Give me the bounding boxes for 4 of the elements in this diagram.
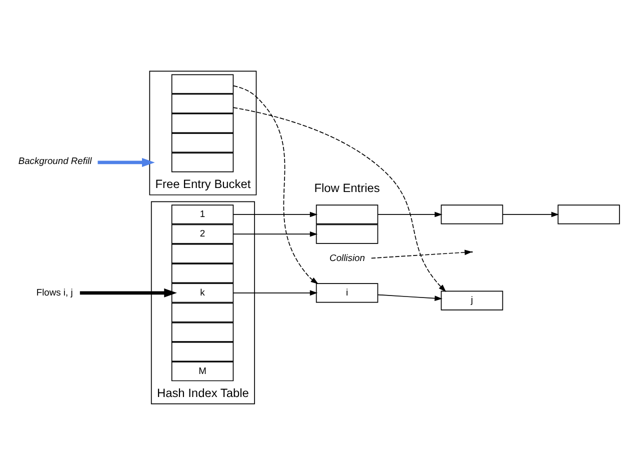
node-text: Collision <box>330 252 365 263</box>
label: Flow Entries <box>314 180 380 195</box>
node-text: Flows i, j <box>36 286 73 297</box>
node-text: Background Refill <box>18 156 92 166</box>
